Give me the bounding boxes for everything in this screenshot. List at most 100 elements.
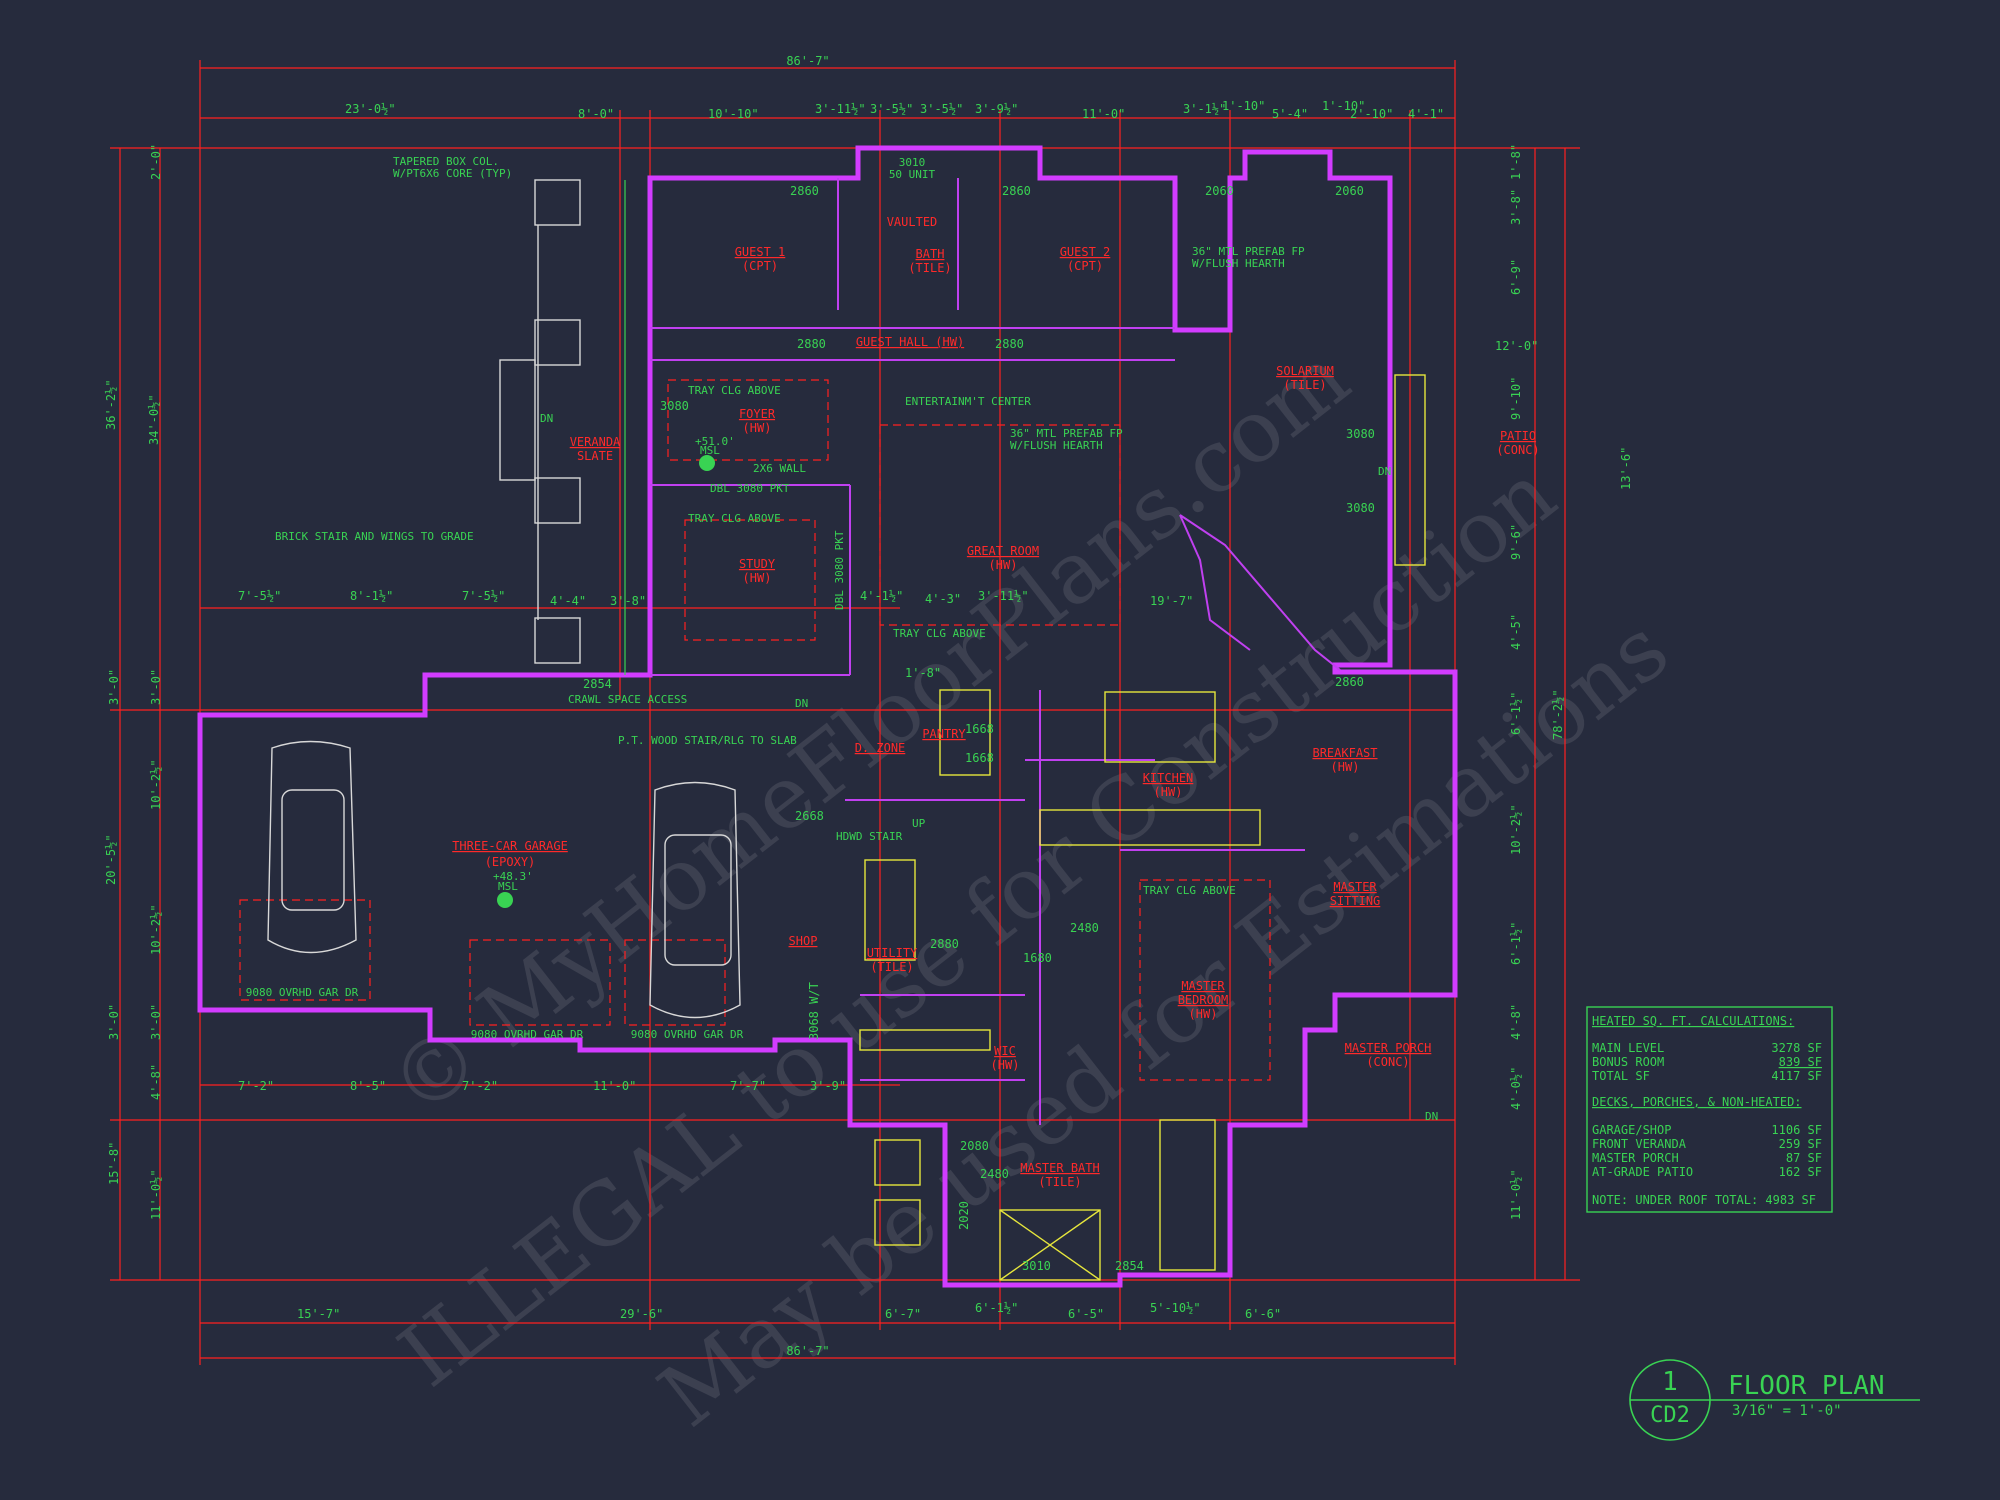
room-garage: THREE-CAR GARAGE xyxy=(452,839,568,853)
room-breakfast-floor: (HW) xyxy=(1331,760,1360,774)
veranda-columns xyxy=(499,179,626,675)
right-dim: 4'-8" xyxy=(1509,1004,1523,1040)
right-dim: 4'-0½" xyxy=(1509,1067,1523,1110)
top-dim: 3'-5½" xyxy=(920,102,963,116)
room-labels: GUEST 1 (CPT) GUEST 2 (CPT) VAULTED BATH… xyxy=(452,215,1539,1189)
room-study-floor: (HW) xyxy=(743,571,772,585)
note-dn-porch: DN xyxy=(1425,1110,1438,1123)
top-dim: 3'-1½" xyxy=(1183,102,1226,116)
left-dim: 34'-0½" xyxy=(147,394,161,445)
left-dim: 4'-8" xyxy=(149,1064,163,1100)
sqft-heading: HEATED SQ. FT. CALCULATIONS: xyxy=(1592,1014,1794,1028)
room-master-porch: MASTER PORCH xyxy=(1345,1041,1432,1055)
right-dim: 6'-1½" xyxy=(1509,692,1523,735)
lower-dim: 7'-7" xyxy=(730,1079,766,1093)
room-patio: PATIO xyxy=(1500,429,1536,443)
room-bath-floor: (TILE) xyxy=(908,261,951,275)
room-master-bath-floor: (TILE) xyxy=(1038,1175,1081,1189)
room-utility-floor: (TILE) xyxy=(870,960,913,974)
sqft-value: 839 SF xyxy=(1779,1055,1822,1069)
note-ovrhd-door-2: 9080 OVRHD GAR DR xyxy=(471,1028,584,1041)
note-dn-solarium: DN xyxy=(1378,465,1391,478)
right-dim: 6'-9" xyxy=(1509,259,1523,295)
opening-tag: 2060 xyxy=(1205,184,1234,198)
opening-tag: 2880 xyxy=(930,937,959,951)
opening-tag: 2080 xyxy=(960,1139,989,1153)
note-dn-crawl: DN xyxy=(795,697,808,710)
sqft-table-frame xyxy=(1586,1006,1833,1213)
lower-dim: 8'-5" xyxy=(350,1079,386,1093)
room-shop: SHOP xyxy=(789,934,818,948)
note-ovrhd-door-3: 9080 OVRHD GAR DR xyxy=(631,1028,744,1041)
right-dim: 9'-10" xyxy=(1509,377,1523,420)
opening-tag: 2860 xyxy=(1002,184,1031,198)
top-dimension-text: 86'-7" 86'-7" 23'-0½" 8'-0" 10'-10" 3'-1… xyxy=(345,54,1444,1358)
fixtures xyxy=(859,374,1426,1281)
bottom-dim: 15'-7" xyxy=(297,1307,340,1321)
top-dim: 11'-0" xyxy=(1082,107,1125,121)
sqft-label: TOTAL SF xyxy=(1592,1069,1650,1083)
note-tray-foyer: TRAY CLG ABOVE xyxy=(688,384,781,397)
sqft-value: 87 SF xyxy=(1786,1151,1822,1165)
room-master-sitting-2: SITTING xyxy=(1330,894,1381,908)
vaulted-label: VAULTED xyxy=(887,215,938,229)
mid-dim: 8'-1½" xyxy=(350,589,393,603)
right-dim: 9'-6" xyxy=(1509,524,1523,560)
note-msl-garage-2: MSL xyxy=(498,880,518,893)
room-utility: UTILITY xyxy=(867,946,918,960)
room-foyer-floor: (HW) xyxy=(743,421,772,435)
lower-dim: 11'-0" xyxy=(593,1079,636,1093)
annotations: TAPERED BOX COL. W/PT6X6 CORE (TYP) 3010… xyxy=(246,155,1439,1123)
top-dim: 1'-10" xyxy=(1322,99,1365,113)
room-solarium-floor: (TILE) xyxy=(1283,378,1326,392)
note-up-stair: UP xyxy=(912,817,926,830)
room-master-bath: MASTER BATH xyxy=(1020,1161,1099,1175)
note-prefab-fp-great: 36" MTL PREFAB FP xyxy=(1010,427,1123,440)
right-dim: 3'-8" xyxy=(1509,189,1523,225)
overall-dim-bottom: 86'-7" xyxy=(786,1344,829,1358)
room-guest1-floor: (CPT) xyxy=(742,259,778,273)
msl-marker-garage xyxy=(497,892,513,908)
room-master-bedroom: MASTER xyxy=(1181,979,1225,993)
room-guest2: GUEST 2 xyxy=(1060,245,1111,259)
bottom-dim: 6'-6" xyxy=(1245,1307,1281,1321)
sqft-label: MAIN LEVEL xyxy=(1592,1041,1664,1055)
room-master-bedroom-2: BEDROOM xyxy=(1178,993,1229,1007)
room-guest2-floor: (CPT) xyxy=(1067,259,1103,273)
opening-tag: 1668 xyxy=(965,751,994,765)
note-ovrhd-door-1: 9080 OVRHD GAR DR xyxy=(246,986,359,999)
mid-dim: 3'-11½" xyxy=(978,589,1029,603)
right-dim: 10'-2½" xyxy=(1509,804,1523,855)
top-dim: 10'-10" xyxy=(708,107,759,121)
opening-tag: 2880 xyxy=(995,337,1024,351)
note-tapered-col: TAPERED BOX COL. xyxy=(393,155,499,168)
note-dn-veranda: DN xyxy=(540,412,553,425)
room-guest-hall: GUEST HALL (HW) xyxy=(856,335,964,349)
bottom-dim: 5'-10½" xyxy=(1150,1301,1201,1315)
room-dzone: D. ZONE xyxy=(855,741,906,755)
bottom-dim: 6'-7" xyxy=(885,1307,921,1321)
opening-tag: 3080 xyxy=(1346,427,1375,441)
mid-dim: 4'-1½" xyxy=(860,589,903,603)
left-dimension-text: 2'-0" 36'-2½" 34'-0½" 3'-0" 3'-0" 20'-5½… xyxy=(104,144,163,1220)
note-prefab-fp-great-2: W/FLUSH HEARTH xyxy=(1010,439,1103,452)
right-dim: 11'-0½" xyxy=(1509,1169,1523,1220)
mid-dim: 7'-5½" xyxy=(462,589,505,603)
opening-tag: 3080 xyxy=(660,399,689,413)
room-master-bedroom-floor: (HW) xyxy=(1189,1007,1218,1021)
opening-tag: 2668 xyxy=(795,809,824,823)
left-dim: 11'-0½" xyxy=(149,1169,163,1220)
mid-dim: 19'-7" xyxy=(1150,594,1193,608)
top-dim: 1'-10" xyxy=(1222,99,1265,113)
note-msl-foyer-2: MSL xyxy=(700,444,720,457)
room-solarium: SOLARIUM xyxy=(1276,364,1334,378)
sqft-label: MASTER PORCH xyxy=(1592,1151,1679,1165)
note-2x6-wall: 2X6 WALL xyxy=(753,462,806,475)
opening-tag: 2860 xyxy=(1335,675,1364,689)
room-kitchen-floor: (HW) xyxy=(1154,785,1183,799)
opening-tag: 1668 xyxy=(965,722,994,736)
top-dim: 23'-0½" xyxy=(345,102,396,116)
room-study: STUDY xyxy=(739,557,776,571)
opening-tag: 1680 xyxy=(1023,951,1052,965)
left-dim: 36'-2½" xyxy=(104,379,118,430)
